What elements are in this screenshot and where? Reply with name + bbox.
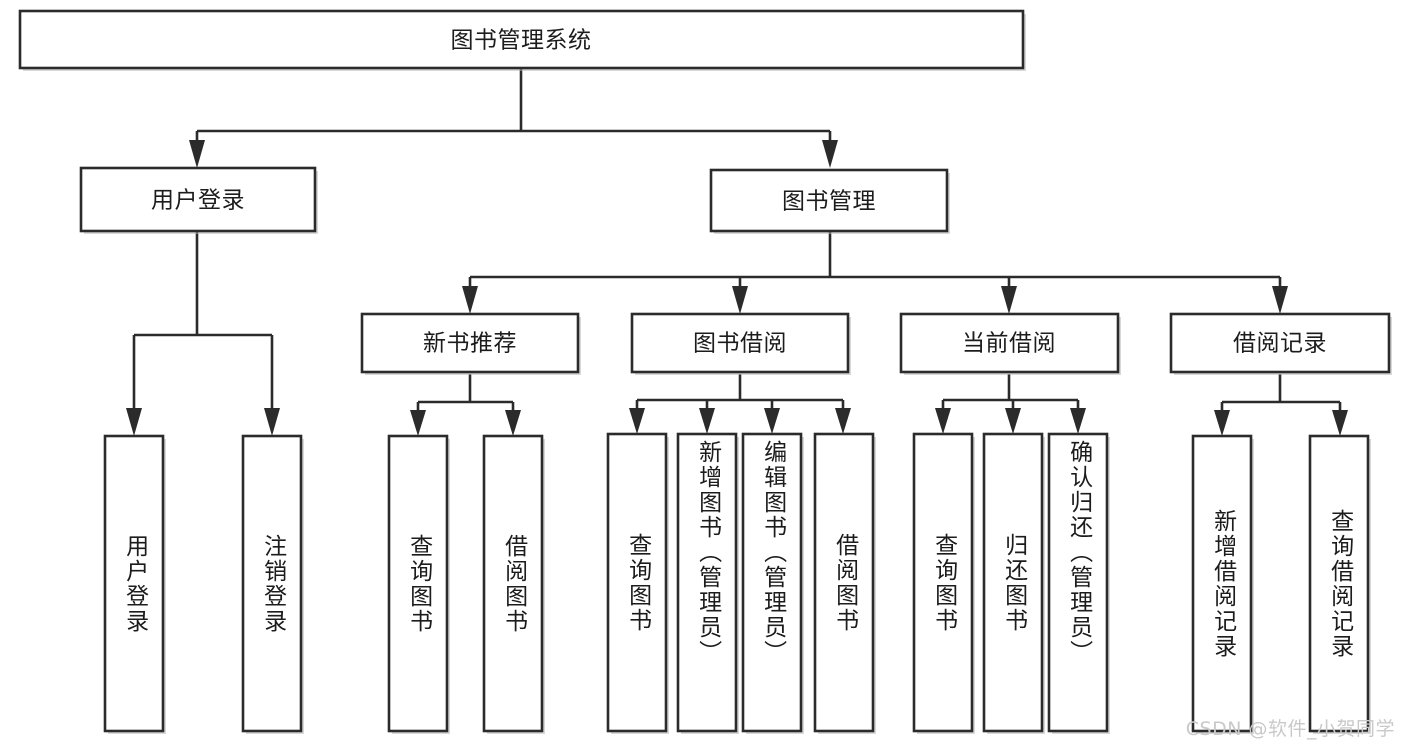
arrow-to-leaf-borrow-book-2 — [835, 408, 851, 434]
leaf-confirm-return-box[interactable] — [1047, 432, 1109, 733]
leaf-node-borrow-book-2[interactable] — [813, 432, 876, 734]
leaf-node-logout-login[interactable] — [241, 434, 304, 734]
leaf-edit-book-box[interactable] — [741, 432, 803, 733]
connectors-borrow-record-to-leaves — [1214, 374, 1348, 436]
borrow-record-label: 借阅记录 — [1233, 331, 1327, 357]
user-login-box[interactable] — [79, 166, 317, 233]
leaf-borrow-book-1-box[interactable] — [482, 434, 544, 733]
node-current-borrow[interactable]: 当前借阅 — [899, 312, 1121, 375]
leaf-query-book-3-box[interactable] — [912, 432, 974, 733]
leaf-node-query-book-1[interactable] — [387, 434, 450, 734]
arrow-to-leaf-query-book-2 — [629, 408, 645, 434]
connectors-current-borrow-to-leaves — [935, 374, 1086, 434]
arrow-root-to-book-management — [822, 140, 838, 168]
leaf-add-book-box[interactable] — [676, 432, 738, 733]
arrow-to-book-borrow — [732, 286, 748, 314]
arrow-root-to-user-login — [189, 140, 205, 168]
leaf-query-book-1-box[interactable] — [387, 434, 449, 733]
arrow-to-leaf-logout-login — [264, 408, 280, 436]
leaf-node-add-record[interactable] — [1191, 434, 1254, 734]
root-box[interactable] — [18, 9, 1025, 70]
arrow-to-leaf-add-book — [699, 408, 715, 434]
node-book-management[interactable]: 图书管理 — [709, 168, 950, 234]
book-borrow-box[interactable] — [630, 312, 850, 374]
arrow-to-leaf-edit-book — [764, 408, 780, 434]
new-book-recommend-label: 新书推荐 — [423, 331, 517, 357]
leaf-node-confirm-return[interactable] — [1047, 432, 1110, 734]
connectors-new-book-recommend-to-leaves — [410, 374, 521, 436]
arrow-to-leaf-query-book-1 — [410, 410, 426, 436]
leaf-query-book-2-box[interactable] — [606, 432, 668, 733]
leaf-node-query-book-3[interactable] — [912, 432, 975, 734]
arrow-to-leaf-add-record — [1214, 410, 1230, 436]
leaf-node-add-book[interactable] — [676, 432, 739, 734]
arrow-to-leaf-borrow-book-1 — [505, 410, 521, 436]
connectors-root-to-level2 — [189, 68, 838, 168]
watermark-text: CSDN @软件_小贺同学 — [1185, 718, 1395, 740]
leaf-node-query-record[interactable] — [1308, 434, 1371, 734]
leaf-node-edit-book[interactable] — [741, 432, 804, 734]
leaf-user-login-box[interactable] — [103, 434, 165, 733]
arrow-to-leaf-query-book-3 — [935, 408, 951, 434]
arrow-to-leaf-return-book — [1005, 408, 1021, 434]
book-borrow-label: 图书借阅 — [693, 331, 787, 357]
book-management-label: 图书管理 — [782, 189, 876, 215]
leaf-node-return-book[interactable] — [982, 432, 1045, 734]
leaf-node-query-book-2[interactable] — [606, 432, 669, 734]
leaf-node-borrow-book-1[interactable] — [482, 434, 545, 734]
arrow-to-leaf-user-login — [126, 408, 142, 436]
node-user-login[interactable]: 用户登录 — [79, 166, 318, 234]
user-login-label: 用户登录 — [151, 188, 245, 214]
book-management-box[interactable] — [709, 168, 949, 233]
connectors-user-login-to-leaves — [126, 232, 280, 436]
arrow-to-leaf-confirm-return — [1070, 408, 1086, 434]
node-borrow-record[interactable]: 借阅记录 — [1169, 312, 1392, 375]
node-book-borrow[interactable]: 图书借阅 — [630, 312, 851, 375]
leaf-return-book-box[interactable] — [982, 432, 1044, 733]
leaf-logout-login-box[interactable] — [241, 434, 303, 733]
leaf-add-record-box[interactable] — [1191, 434, 1253, 733]
arrow-to-borrow-record — [1272, 286, 1288, 314]
arrow-to-current-borrow — [1001, 286, 1017, 314]
leaf-node-user-login[interactable] — [103, 434, 166, 734]
borrow-record-box[interactable] — [1169, 312, 1391, 374]
connectors-book-management-to-level3 — [462, 232, 1288, 314]
root-label: 图书管理系统 — [451, 28, 592, 54]
new-book-recommend-box[interactable] — [360, 312, 580, 374]
arrow-to-leaf-query-record — [1332, 410, 1348, 436]
arrow-to-new-book-recommend — [462, 286, 478, 314]
current-borrow-label: 当前借阅 — [962, 331, 1056, 357]
node-new-book-recommend[interactable]: 新书推荐 — [360, 312, 581, 375]
leaf-query-record-box[interactable] — [1308, 434, 1370, 733]
connectors-book-borrow-to-leaves — [629, 374, 851, 434]
node-root-system[interactable]: 图书管理系统 — [18, 9, 1026, 71]
leaf-borrow-book-2-box[interactable] — [813, 432, 875, 733]
current-borrow-box[interactable] — [899, 312, 1120, 374]
